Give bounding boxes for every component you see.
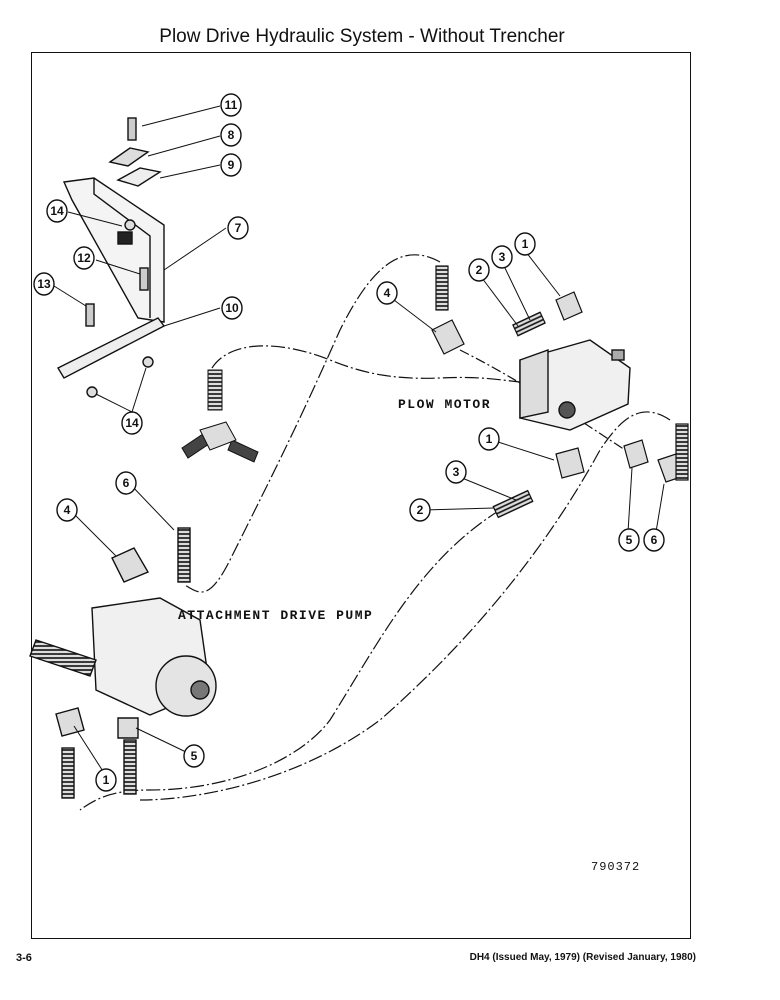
svg-text:4: 4: [64, 503, 71, 517]
tee-body: [199, 421, 237, 451]
svg-text:1: 1: [522, 237, 529, 251]
callout-5-pump: 5: [183, 744, 205, 768]
pump-elbow-1: [55, 707, 85, 737]
diagram-frame: [31, 52, 691, 939]
bolt-14-upper: [124, 219, 136, 231]
svg-text:3: 3: [499, 250, 506, 264]
svg-text:1: 1: [486, 432, 493, 446]
callout-14-upper: 14: [46, 199, 68, 223]
bracket-assembly: [57, 117, 166, 398]
clamp-8: [108, 147, 150, 167]
pump-connector-5: [117, 717, 139, 739]
pump-lower-hose-1: [61, 747, 75, 799]
callout-13: 13: [33, 272, 55, 296]
attachment-pump-label: ATTACHMENT DRIVE PUMP: [178, 608, 374, 623]
hose-return-loop: [211, 345, 521, 383]
hose-6-end: [675, 423, 689, 481]
bracket-edge: [93, 178, 151, 318]
callout-7: 7: [227, 216, 249, 240]
svg-text:4: 4: [384, 286, 391, 300]
nut-14-a: [86, 386, 98, 398]
svg-text:14: 14: [50, 204, 64, 218]
hose-motor-to-pump-upper: [184, 254, 441, 593]
hose-drain-lower: [139, 411, 671, 801]
spacer-9: [116, 167, 162, 187]
bracket-slot: [117, 231, 133, 245]
callout-6-pump: 6: [115, 471, 137, 495]
pump-shaft: [190, 680, 210, 700]
svg-text:9: 9: [228, 158, 235, 172]
motor-port: [558, 401, 576, 419]
svg-text:6: 6: [123, 476, 130, 490]
callout-6-motor: 6: [643, 528, 665, 552]
svg-text:14: 14: [125, 416, 139, 430]
elbow-1-upper: [555, 291, 583, 321]
attachment-pump: [29, 527, 217, 799]
callout-1-lower: 1: [478, 427, 500, 451]
bolt-12: [139, 267, 149, 291]
svg-text:8: 8: [228, 128, 235, 142]
pump-elbow-4: [111, 547, 150, 583]
bolt-13: [85, 303, 95, 327]
callout-1-upper: 1: [514, 232, 536, 256]
callout-12: 12: [73, 246, 95, 270]
callout-8: 8: [220, 123, 242, 147]
page-title: Plow Drive Hydraulic System - Without Tr…: [159, 26, 565, 47]
svg-text:7: 7: [235, 221, 242, 235]
elbow-1-lower: [555, 447, 585, 479]
svg-text:11: 11: [225, 98, 238, 112]
leader-lines: [53, 105, 665, 777]
svg-text:5: 5: [191, 749, 198, 763]
motor-fittings: [431, 265, 689, 519]
plow-motor-label: PLOW MOTOR: [398, 397, 492, 412]
callouts: 11 8 9 14 7 12 13 10 14 4 2 3 1 1 3 2 5 …: [33, 93, 665, 792]
fitting-upper-hose: [435, 265, 449, 311]
nut-14-b: [142, 356, 154, 368]
svg-text:5: 5: [626, 533, 633, 547]
callout-2-upper: 2: [468, 258, 490, 282]
callout-2-lower: 2: [409, 498, 431, 522]
nipple-3-lower: [492, 489, 534, 519]
callout-4-motor: 4: [376, 281, 398, 305]
nipple-3-upper: [512, 311, 546, 337]
page-number: 3-6: [16, 952, 32, 964]
svg-text:6: 6: [651, 533, 658, 547]
callout-11: 11: [220, 93, 242, 117]
elbow-4-motor: [431, 319, 465, 355]
hose-lines: [79, 254, 671, 811]
callout-3-lower: 3: [445, 460, 467, 484]
motor-flange: [519, 349, 549, 419]
callout-10: 10: [221, 296, 243, 320]
svg-text:12: 12: [77, 251, 91, 265]
plow-motor: [519, 339, 631, 431]
svg-text:2: 2: [476, 263, 483, 277]
base-strip: [57, 317, 166, 379]
svg-text:13: 13: [37, 277, 51, 291]
svg-text:3: 3: [453, 465, 460, 479]
hose-end-right: [227, 439, 259, 463]
svg-text:1: 1: [103, 773, 110, 787]
pump-lower-hose-5: [123, 739, 137, 795]
figure-number: 790372: [591, 860, 641, 874]
tee-fitting-group: [181, 369, 259, 463]
pump-flange: [155, 655, 217, 717]
svg-text:10: 10: [225, 301, 239, 315]
callout-1-pump: 1: [95, 768, 117, 792]
callout-9: 9: [220, 153, 242, 177]
bolt-11: [127, 117, 137, 141]
pump-inlet-hose: [29, 639, 97, 677]
connector-5-motor: [623, 439, 649, 469]
callout-14-lower: 14: [121, 411, 143, 435]
document-info: DH4 (Issued May, 1979) (Revised January,…: [469, 952, 696, 963]
hose-end-vertical: [207, 369, 223, 411]
callout-4-pump: 4: [56, 498, 78, 522]
motor-shaft: [611, 349, 625, 361]
pump-hose-6: [177, 527, 191, 583]
callout-5-motor: 5: [618, 528, 640, 552]
svg-text:2: 2: [417, 503, 424, 517]
callout-3-upper: 3: [491, 245, 513, 269]
